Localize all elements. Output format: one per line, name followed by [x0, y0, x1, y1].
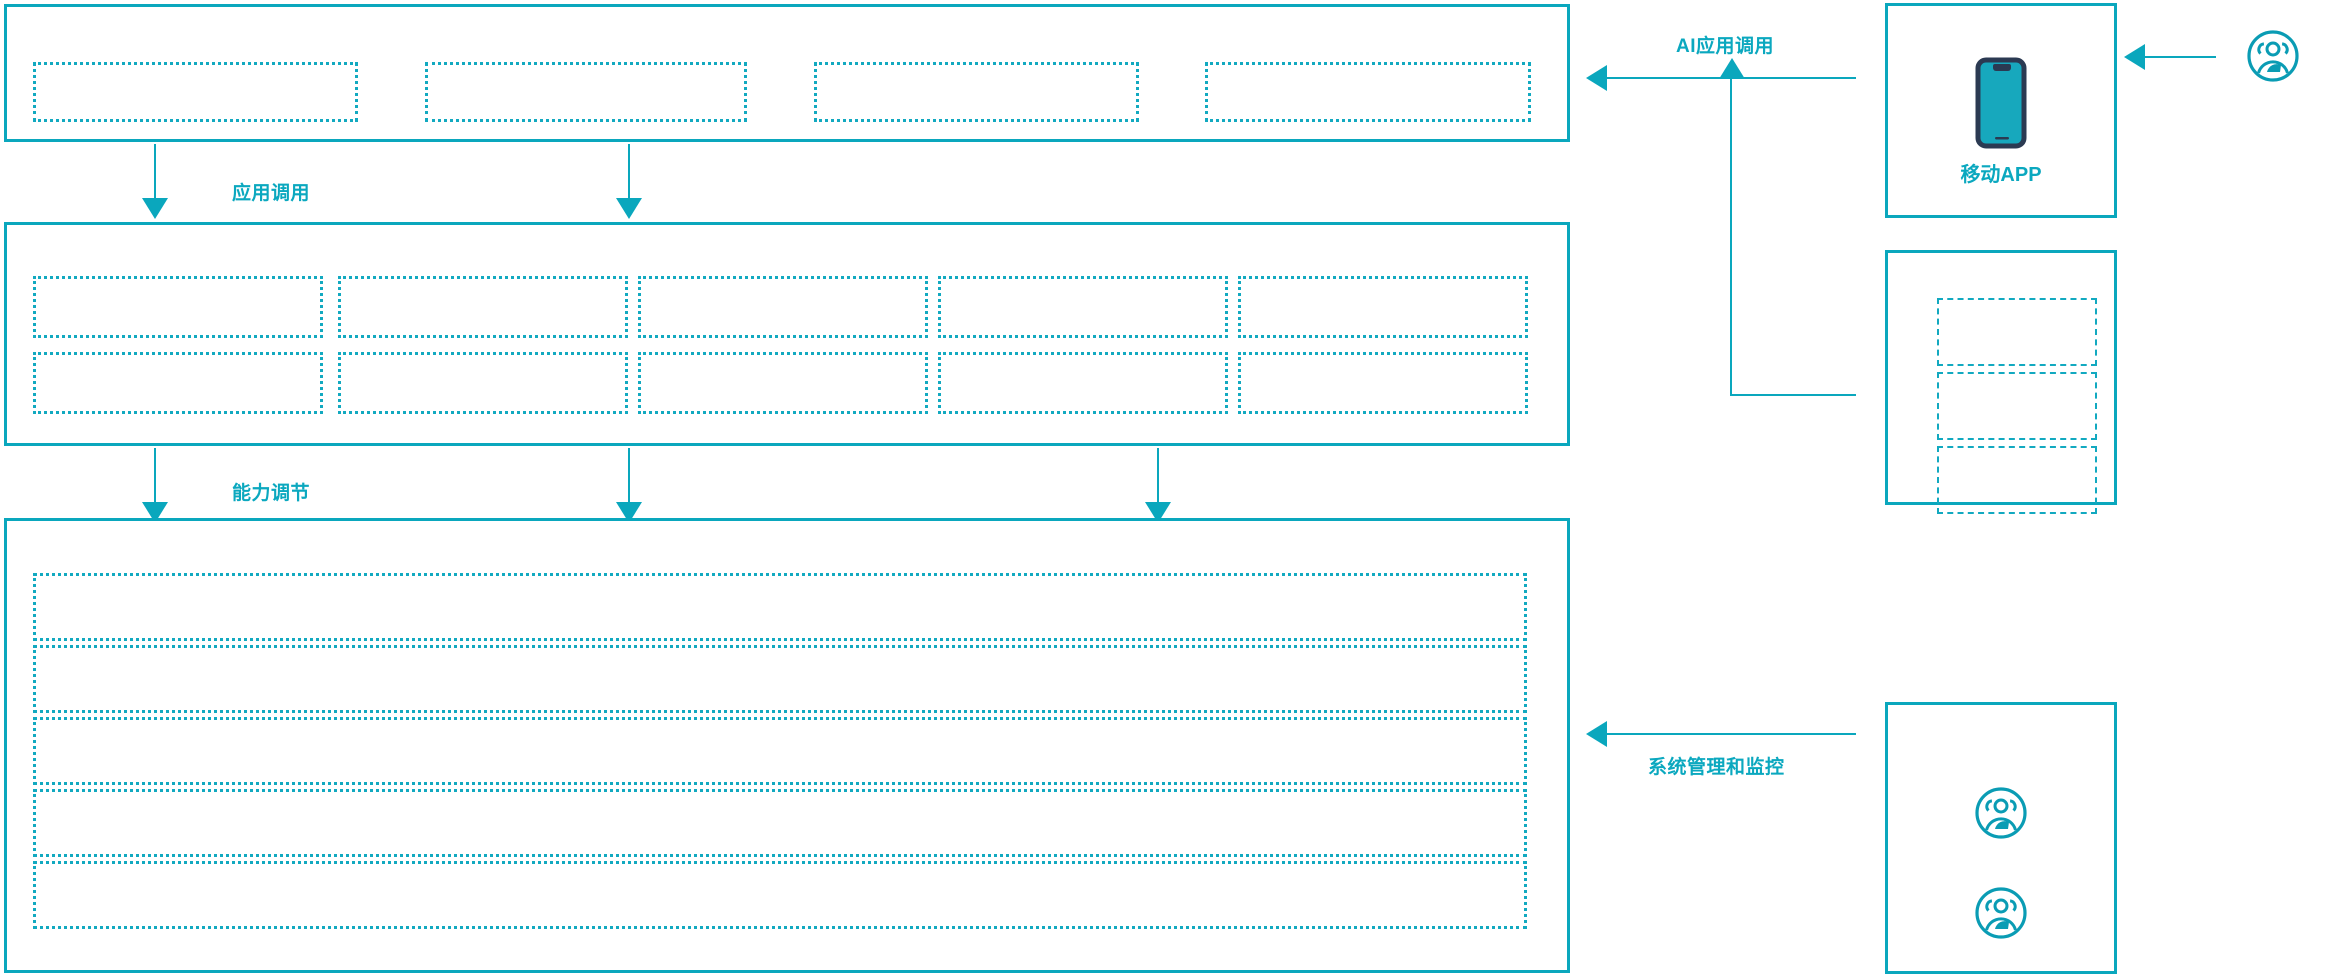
platform-row-1[interactable] [33, 573, 1527, 641]
app-box-1[interactable] [33, 62, 358, 122]
system-admin-arrow [1586, 721, 1607, 747]
capability-invoke-arrow-1 [142, 502, 168, 523]
platform-row-5[interactable] [33, 861, 1527, 929]
capability-cell-5-1[interactable] [1238, 276, 1528, 338]
capability-cell-2-1[interactable] [338, 276, 628, 338]
capability-cell-3-1[interactable] [638, 276, 928, 338]
capability-invoke-line-3 [1157, 448, 1159, 504]
ai-app-invoke-branch-horizontal [1730, 394, 1856, 396]
capability-cell-4-2[interactable] [938, 352, 1228, 414]
ai-app-invoke-branch-vertical [1730, 78, 1732, 396]
platform-row-2[interactable] [33, 645, 1527, 713]
channel-item-2[interactable] [1937, 372, 2097, 440]
capability-cell-5-2[interactable] [1238, 352, 1528, 414]
mobile-app-caption: 移动APP [1960, 164, 2042, 186]
ops-user-icon-2 [1975, 887, 2027, 939]
system-admin-label: 系统管理和监控 [1648, 757, 1785, 778]
ops-user-icon-1 [1975, 787, 2027, 839]
capability-cell-2-2[interactable] [338, 352, 628, 414]
capability-cell-4-1[interactable] [938, 276, 1228, 338]
platform-row-3[interactable] [33, 717, 1527, 785]
capability-cell-1-1[interactable] [33, 276, 323, 338]
channel-item-1[interactable] [1937, 298, 2097, 366]
external-user-line [2144, 56, 2216, 58]
external-user-icon [2247, 30, 2299, 82]
capability-cell-3-2[interactable] [638, 352, 928, 414]
capability-invoke-arrow-3 [1145, 502, 1171, 523]
capability-cell-1-2[interactable] [33, 352, 323, 414]
app-invoke-label: 应用调用 [232, 183, 311, 204]
capability-invoke-arrow-2 [616, 502, 642, 523]
system-admin-line [1606, 733, 1856, 735]
capability-layer-container [4, 222, 1570, 446]
platform-row-4[interactable] [33, 789, 1527, 857]
ai-app-invoke-label: AI应用调用 [1676, 36, 1775, 57]
mobile-phone-icon [1975, 57, 2027, 149]
capability-invoke-line-2 [628, 448, 630, 504]
capability-invoke-label: 能力调节 [232, 483, 311, 504]
app-box-3[interactable] [814, 62, 1139, 122]
ai-app-invoke-branch-arrow [1719, 58, 1745, 79]
app-invoke-line-2 [628, 144, 630, 200]
ai-app-invoke-arrow [1586, 65, 1607, 91]
app-box-2[interactable] [425, 62, 747, 122]
channel-panel [1885, 250, 2117, 505]
app-invoke-arrow-2 [616, 198, 642, 219]
capability-invoke-line-1 [154, 448, 156, 504]
external-user-arrow [2124, 44, 2145, 70]
app-invoke-line-1 [154, 144, 156, 200]
platform-layer-container [4, 518, 1570, 973]
app-box-4[interactable] [1205, 62, 1531, 122]
app-invoke-arrow-1 [142, 198, 168, 219]
channel-item-3[interactable] [1937, 446, 2097, 514]
